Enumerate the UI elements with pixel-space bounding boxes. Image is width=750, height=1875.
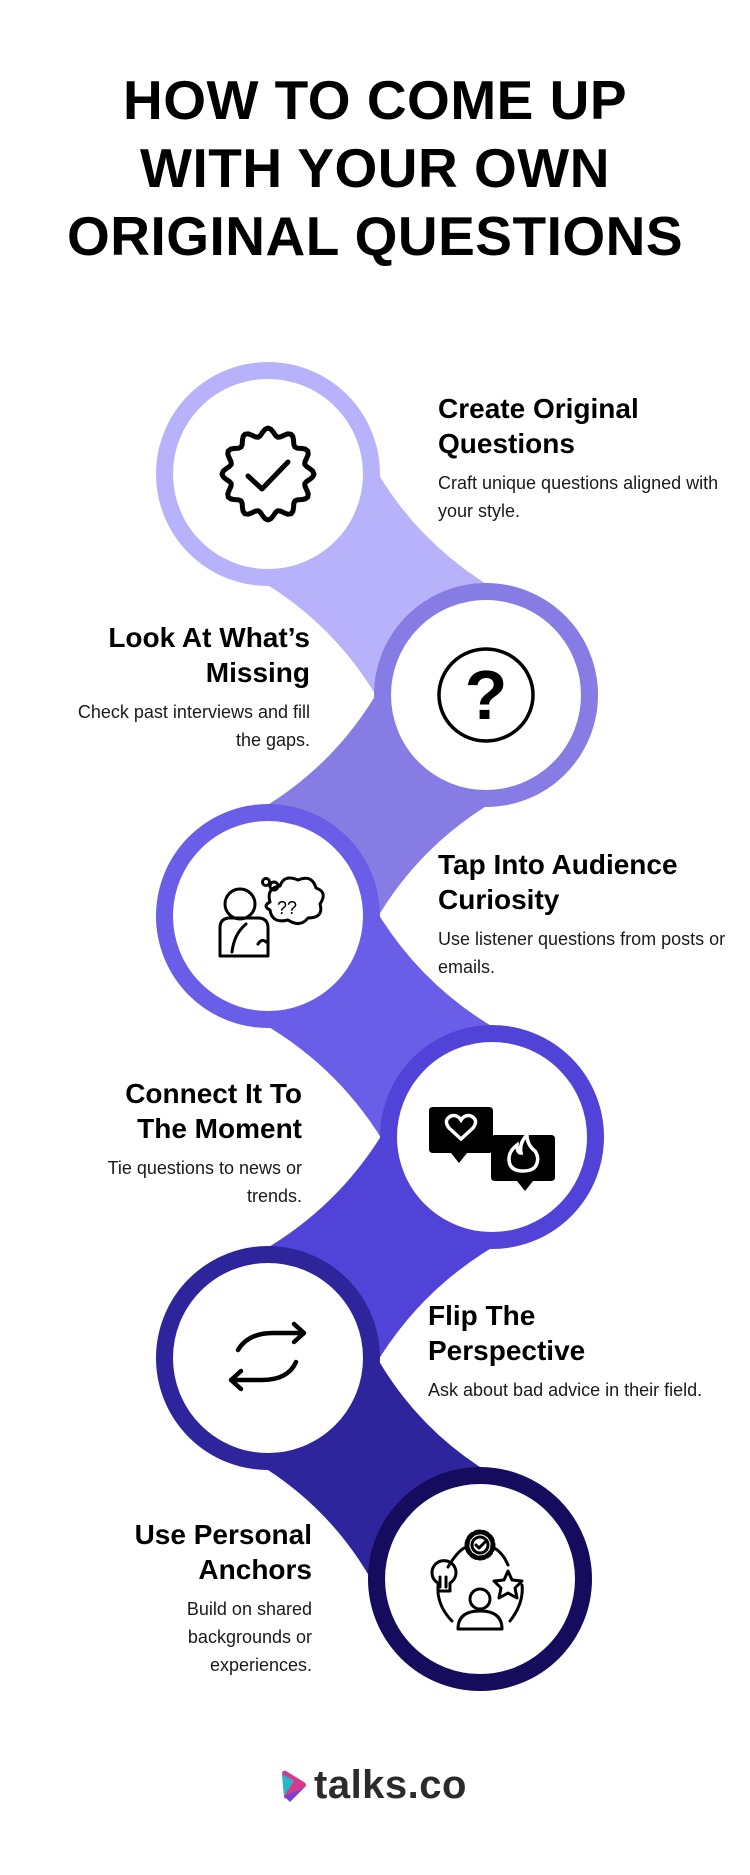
step-use-personal-anchors: Use Personal Anchors Build on shared bac… — [102, 1517, 312, 1679]
step-ring — [374, 583, 598, 807]
svg-text:?: ? — [465, 656, 508, 734]
step-title: Connect It To The Moment — [125, 1078, 302, 1144]
step-title: Flip The Perspective — [428, 1300, 586, 1366]
step-description: Ask about bad advice in their field. — [428, 1380, 703, 1400]
step-ring — [156, 362, 380, 586]
step-look-at-whats-missing: Look At What’s Missing Check past interv… — [70, 620, 310, 754]
step-title: Look At What’s Missing — [108, 622, 310, 688]
step-flip-the-perspective: Flip The Perspective Ask about bad advic… — [428, 1298, 718, 1404]
question-circle-icon: ? — [437, 647, 535, 743]
step-connect-it-to-the-moment: Connect It To The Moment Tie questions t… — [72, 1076, 302, 1210]
step-ring — [156, 804, 380, 1028]
person-ideas-icon — [430, 1529, 524, 1631]
logo-mark-icon — [282, 1770, 306, 1802]
step-description: Tie questions to news or trends. — [107, 1158, 302, 1206]
step-description: Craft unique questions aligned with your… — [438, 473, 719, 521]
step-description: Build on shared backgrounds or experienc… — [186, 1599, 312, 1675]
step-ring — [156, 1246, 380, 1470]
page-title: HOW TO COME UP WITH YOUR OWN ORIGINAL QU… — [0, 66, 750, 270]
repeat-arrows-icon — [228, 1321, 307, 1392]
step-create-original-questions: Create Original Questions Craft unique q… — [438, 391, 738, 525]
step-ring — [368, 1467, 592, 1691]
step-title: Create Original Questions — [438, 393, 639, 459]
step-description: Use listener questions from posts or ema… — [438, 929, 726, 977]
logo-text: talks.co — [314, 1763, 467, 1807]
chat-heart-fire-icon — [429, 1107, 555, 1191]
title-line: HOW TO COME UP — [122, 69, 628, 131]
step-tap-into-audience-curiosity: Tap Into Audience Curiosity Use listener… — [438, 847, 738, 981]
step-title: Tap Into Audience Curiosity — [438, 849, 678, 915]
badge-check-icon — [219, 425, 317, 523]
talks-co-logo: talks.co — [278, 1763, 467, 1808]
svg-text:??: ?? — [277, 898, 297, 918]
title-line: ORIGINAL QUESTIONS — [66, 205, 684, 267]
step-title: Use Personal Anchors — [134, 1519, 312, 1585]
title-line: WITH YOUR OWN — [140, 137, 610, 199]
step-description: Check past interviews and fill the gaps. — [77, 702, 310, 750]
thinking-person-icon: ?? — [218, 876, 325, 958]
